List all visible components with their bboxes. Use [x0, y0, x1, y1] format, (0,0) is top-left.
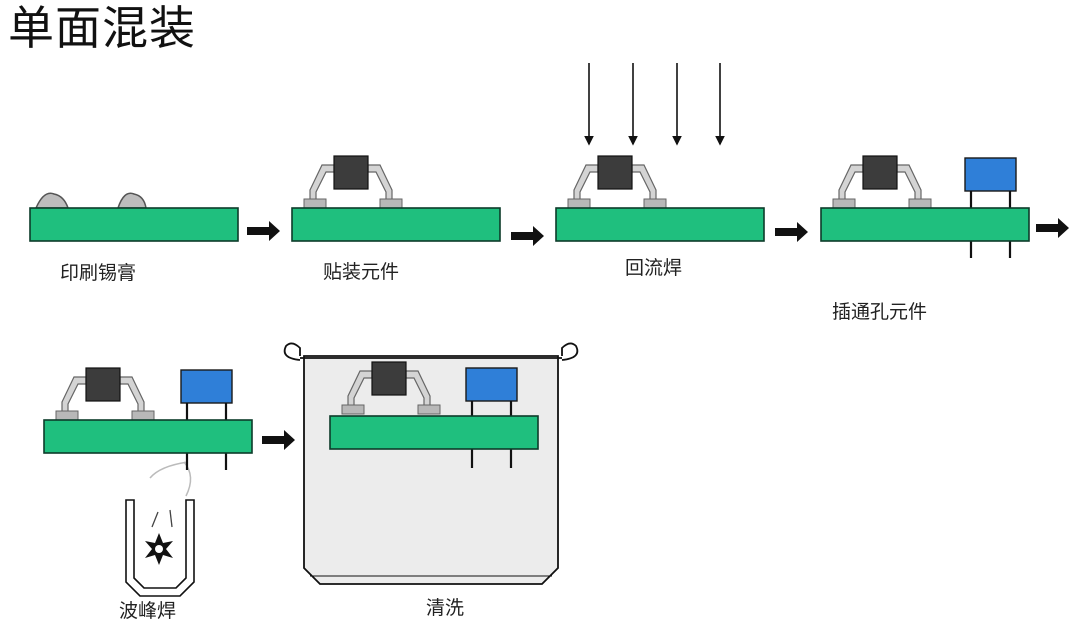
step-label: 清洗 [426, 597, 464, 619]
solder-pad [55, 410, 79, 421]
capacitor-body [465, 367, 518, 402]
solder-pad [379, 198, 403, 209]
pcb-board [329, 415, 539, 450]
process-arrow [262, 430, 295, 450]
step-label: 插通孔元件 [832, 301, 927, 323]
chip-body [862, 155, 898, 190]
process-arrow [775, 222, 808, 242]
pcb-board [820, 207, 1030, 242]
solder-pad [417, 404, 441, 415]
chip-lead [896, 164, 922, 201]
solder-pad [341, 404, 365, 415]
chip-lead [631, 164, 657, 201]
pcb-board [29, 207, 239, 242]
wave-spray [149, 461, 192, 528]
solder-pad [908, 198, 932, 209]
pcb-board [43, 419, 253, 454]
through-hole-capacitor [465, 367, 518, 468]
solder-pad [643, 198, 667, 209]
chip-lead [119, 376, 145, 413]
step-label: 波峰焊 [119, 600, 176, 622]
chip-lead [573, 164, 599, 201]
step-insert-tht [820, 155, 1030, 258]
chip-body [85, 367, 121, 402]
capacitor-body [180, 369, 233, 404]
smd-chip [832, 155, 932, 209]
step-label: 印刷锡膏 [60, 261, 136, 284]
chip-body [333, 155, 369, 190]
step-wave-solder [43, 367, 253, 597]
diagram-title: 单面混装 [8, 1, 196, 55]
solder-pad [303, 198, 327, 209]
process-arrow [1036, 218, 1069, 238]
step-place-components [291, 155, 501, 242]
smd-chip [303, 155, 403, 209]
chip-lead [61, 376, 87, 413]
pcb-board [555, 207, 765, 242]
smd-chip [55, 367, 155, 421]
smd-chip [341, 361, 441, 415]
solder-pad [131, 410, 155, 421]
solder-paste-blob [34, 192, 70, 209]
chip-lead [309, 164, 335, 201]
step-print-solder-paste [29, 192, 239, 242]
step-cleaning [283, 342, 579, 585]
capacitor-body [964, 157, 1017, 192]
solder-pot [125, 499, 195, 597]
smd-chip [567, 155, 667, 209]
tank-rim [283, 342, 301, 361]
process-arrow [247, 221, 280, 241]
cleaning-tank [303, 355, 559, 585]
chip-body [597, 155, 633, 190]
step-label: 贴装元件 [323, 261, 399, 283]
chip-lead [838, 164, 864, 201]
solder-pad [567, 198, 591, 209]
tank-rim [561, 342, 579, 361]
chip-body [371, 361, 407, 396]
solder-pad [832, 198, 856, 209]
step-reflow [555, 63, 765, 242]
process-arrow [511, 226, 544, 246]
chip-lead [367, 164, 393, 201]
step-label: 回流焊 [625, 257, 682, 279]
solder-paste-blob [116, 192, 147, 209]
pcb-board [291, 207, 501, 242]
heat-arrows [584, 63, 725, 146]
